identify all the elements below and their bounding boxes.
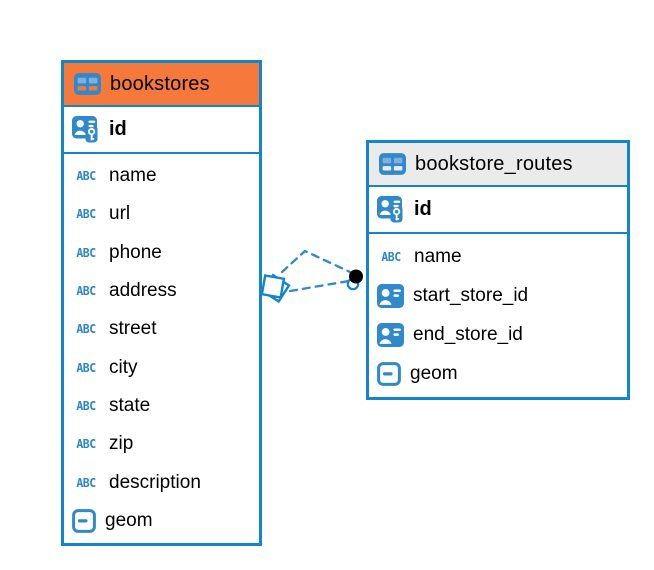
text-type-icon: ABC — [381, 249, 401, 264]
column-label: description — [109, 471, 201, 493]
entity-title: bookstore_routes — [415, 152, 573, 175]
text-type-icon: ABC — [76, 168, 96, 184]
column-row-geom[interactable]: geom — [64, 502, 259, 540]
entity-title: bookstores — [110, 72, 210, 95]
column-label: url — [109, 203, 131, 225]
column-label: street — [109, 318, 157, 340]
table-icon — [379, 153, 406, 175]
relationship-line-end-store-id[interactable] — [288, 279, 351, 293]
column-row-address[interactable]: ABC address — [64, 272, 259, 310]
column-row-street[interactable]: ABC street — [64, 310, 259, 348]
column-label: phone — [109, 241, 162, 263]
column-label: zip — [109, 433, 134, 455]
primary-key-row[interactable]: id — [64, 107, 259, 154]
geometry-type-icon — [377, 362, 401, 387]
column-label: end_store_id — [413, 324, 523, 346]
column-label: geom — [105, 509, 153, 531]
relationship-diamond-marker[interactable] — [260, 273, 291, 304]
column-row-geom[interactable]: geom — [369, 355, 627, 394]
column-label: name — [414, 245, 462, 267]
foreign-key-icon — [377, 323, 404, 348]
relationship-line-start-store-id[interactable] — [280, 249, 352, 274]
text-type-icon: ABC — [76, 398, 96, 414]
column-label: start_store_id — [413, 284, 529, 306]
column-label: name — [109, 165, 157, 187]
text-type-icon: ABC — [76, 436, 96, 452]
foreign-key-icon — [377, 283, 404, 308]
geometry-type-icon — [72, 508, 96, 533]
column-row-end_store_id[interactable]: end_store_id — [369, 316, 627, 355]
relationship-dot-marker[interactable] — [346, 269, 363, 291]
primary-key-row[interactable]: id — [369, 187, 627, 234]
column-row-phone[interactable]: ABC phone — [64, 234, 259, 272]
text-type-icon: ABC — [76, 245, 96, 261]
text-type-icon: ABC — [76, 475, 96, 490]
primary-key-label: id — [109, 118, 127, 140]
primary-key-icon — [377, 195, 405, 224]
text-type-icon: ABC — [76, 283, 96, 299]
table-icon — [74, 73, 101, 95]
column-row-start_store_id[interactable]: start_store_id — [369, 276, 627, 315]
entity-header[interactable]: bookstores — [64, 63, 259, 107]
column-row-city[interactable]: ABC city — [64, 348, 259, 386]
column-row-url[interactable]: ABC url — [64, 195, 259, 233]
column-row-name[interactable]: ABC name — [64, 157, 259, 195]
column-label: state — [109, 394, 151, 416]
column-row-description[interactable]: ABC description — [64, 463, 259, 501]
primary-key-label: id — [414, 198, 432, 220]
primary-key-icon — [72, 115, 100, 144]
column-label: geom — [410, 363, 458, 385]
column-row-state[interactable]: ABC state — [64, 387, 259, 425]
column-row-name[interactable]: ABC name — [369, 237, 627, 276]
text-type-icon: ABC — [76, 321, 96, 337]
column-label: city — [109, 356, 138, 378]
text-type-icon: ABC — [76, 207, 96, 222]
column-label: address — [109, 280, 177, 302]
text-type-icon: ABC — [76, 360, 96, 375]
column-row-zip[interactable]: ABC zip — [64, 425, 259, 463]
entity-header[interactable]: bookstore_routes — [369, 143, 627, 187]
